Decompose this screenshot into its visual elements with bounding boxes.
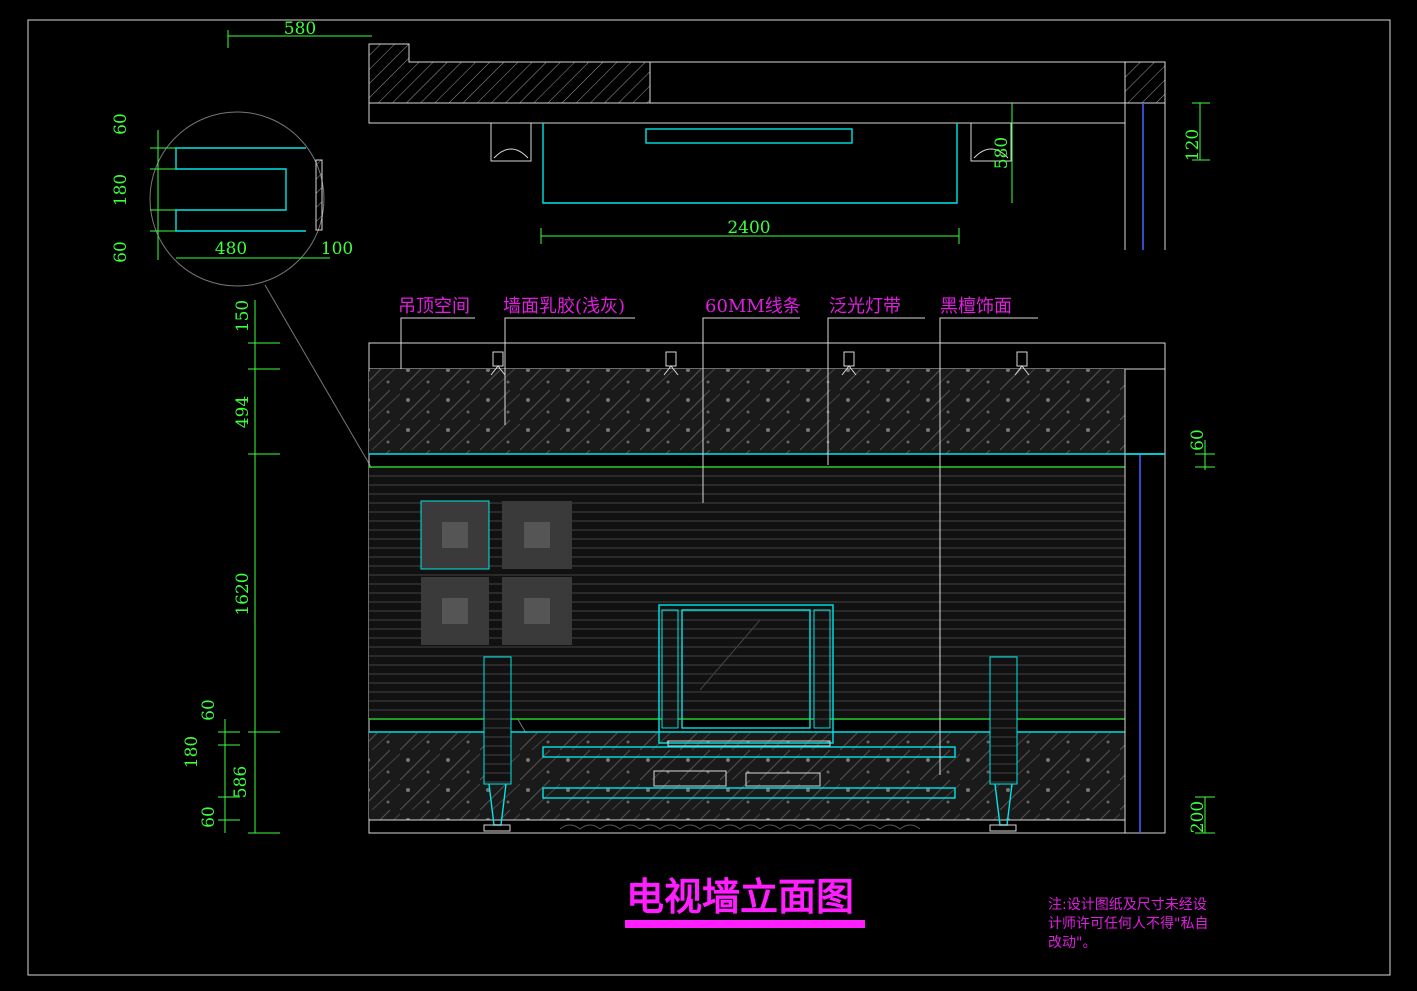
dim-left-60-a: 60 (199, 699, 219, 721)
dim-detail-480: 480 (215, 239, 247, 259)
title-underline (625, 920, 865, 928)
dim-detail-60-top: 60 (111, 113, 131, 135)
dim-detail-180: 180 (111, 174, 131, 206)
dim-left-180: 180 (182, 736, 202, 768)
note-line-1: 注:设计图纸及尺寸未经设 (1048, 897, 1207, 913)
dim-plan-120: 120 (1183, 129, 1203, 161)
note-line-2: 计师许可任何人不得"私自 (1048, 915, 1208, 932)
dim-left-150: 150 (233, 300, 253, 332)
dim-right-200: 200 (1188, 801, 1208, 833)
dim-top-580: 580 (284, 19, 316, 39)
label-wall-latex: 墙面乳胶(浅灰) (503, 296, 625, 317)
drawing-border (27, 19, 1391, 976)
dim-plan-580: 580 (992, 137, 1012, 169)
dim-left-1620: 1620 (233, 572, 253, 615)
dim-right-60: 60 (1188, 429, 1208, 451)
elevation-view (218, 300, 1215, 834)
label-black-sandal: 黑檀饰面 (940, 296, 1012, 317)
drawing-title: 电视墙立面图 (626, 875, 854, 919)
dim-left-494: 494 (233, 396, 253, 428)
dim-left-586: 586 (231, 766, 251, 798)
note-line-3: 改动"。 (1048, 935, 1096, 951)
detail-circle (149, 111, 531, 741)
label-ceiling-space: 吊顶空间 (398, 296, 470, 317)
dim-detail-100: 100 (321, 239, 353, 259)
dim-left-60-b: 60 (199, 806, 219, 828)
plan-view (227, 30, 1210, 250)
dim-plan-2400: 2400 (727, 218, 770, 238)
label-line-60mm: 60MM线条 (705, 296, 801, 317)
label-flood-light: 泛光灯带 (829, 296, 901, 317)
dim-detail-60-bottom: 60 (111, 241, 131, 263)
